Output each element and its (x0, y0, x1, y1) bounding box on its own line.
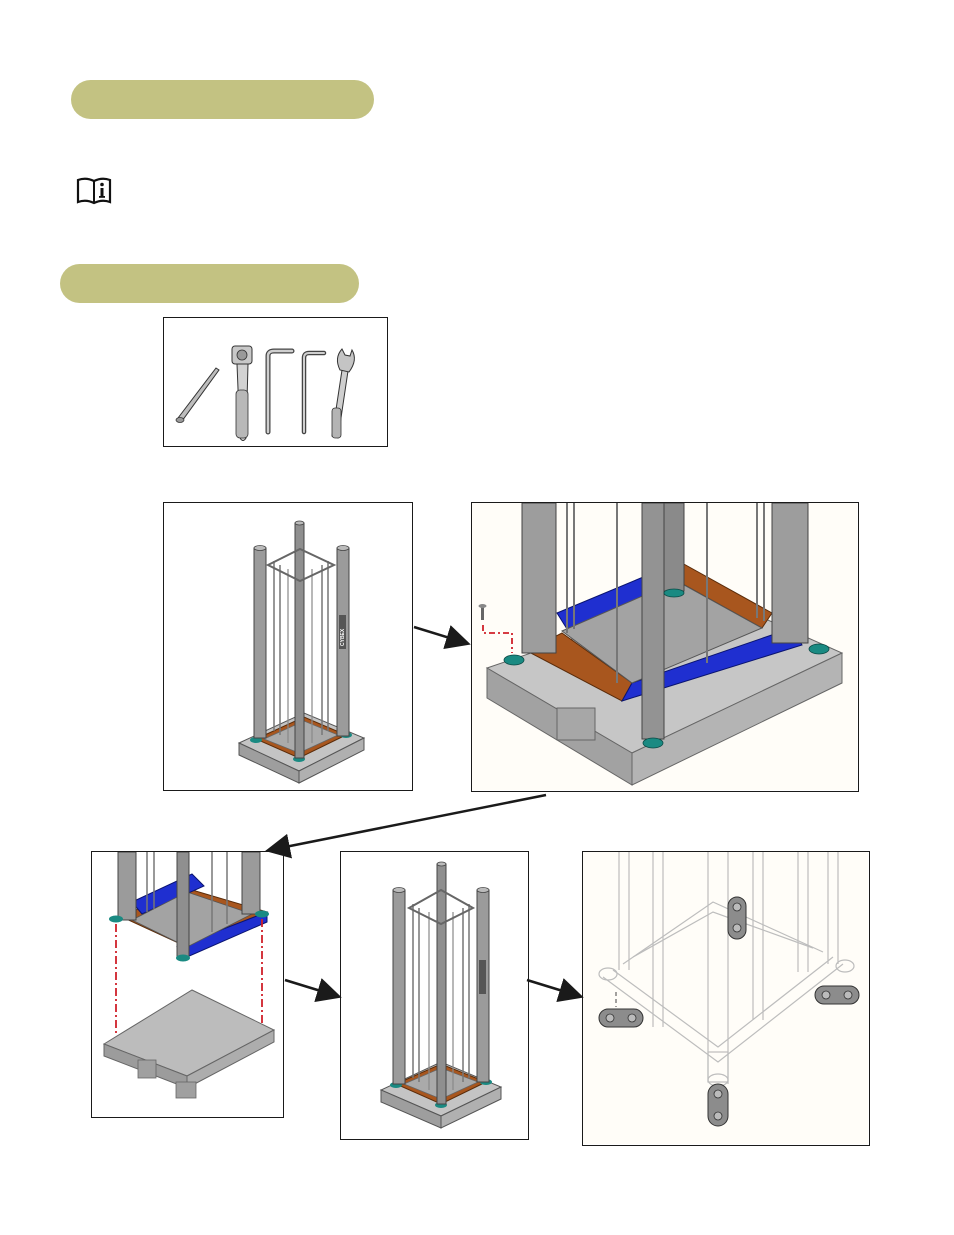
bolt-icon (478, 604, 487, 620)
figure-unit-on-pallet: CYBEX (163, 502, 413, 791)
leveling-foot-right (814, 985, 860, 1005)
manual-info-icon (76, 176, 112, 206)
hex-key-small (301, 350, 327, 435)
punch-tool (175, 367, 220, 423)
hex-key-large (265, 348, 295, 435)
figure-unit-on-floor (340, 851, 529, 1140)
section-header-2 (60, 264, 359, 303)
cybex-logo: CYBEX (340, 628, 346, 646)
arrow-step-2 (265, 793, 547, 859)
arrow-step-3 (284, 978, 342, 1003)
figure-leveling-feet (582, 851, 870, 1146)
leveling-foot-bottom (707, 1083, 729, 1127)
tools-figure (163, 317, 388, 447)
figure-base-closeup (471, 502, 859, 792)
figure-lift-off-pallet (91, 851, 284, 1118)
section-header-1 (71, 80, 374, 119)
arrow-step-1 (413, 625, 471, 650)
arrow-step-4 (526, 978, 584, 1003)
leveling-foot-top (727, 896, 747, 940)
wrench-tool (331, 348, 355, 439)
leveling-foot-left (598, 992, 644, 1028)
ratchet-tool (231, 345, 253, 441)
